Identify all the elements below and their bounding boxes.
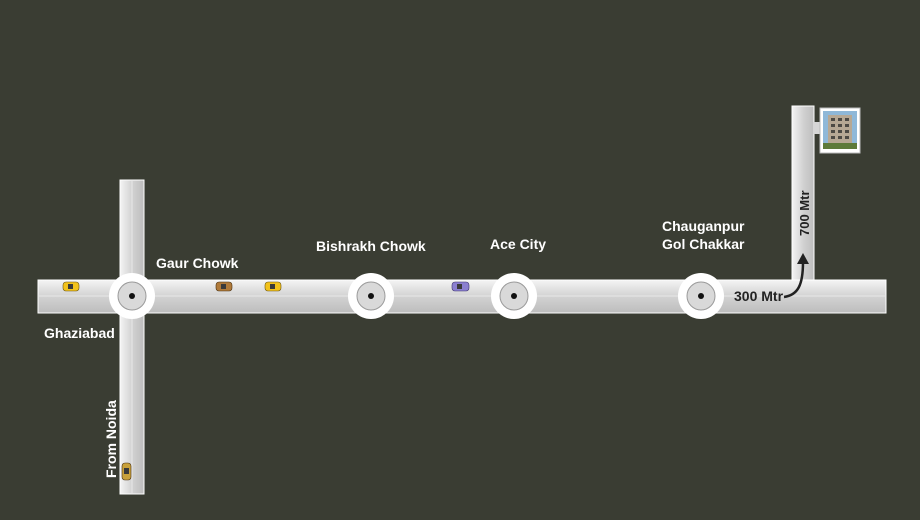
label-from-noida: From Noida bbox=[103, 400, 119, 478]
label-ace-city: Ace City bbox=[490, 236, 547, 252]
car-icon bbox=[121, 462, 132, 481]
arrow-up-icon bbox=[783, 253, 809, 299]
roundabout-icon bbox=[348, 273, 394, 319]
car-icon bbox=[215, 281, 233, 292]
label-distance-700: 700 Mtr bbox=[797, 190, 812, 236]
car-icon bbox=[451, 281, 470, 292]
car-icon bbox=[264, 281, 282, 292]
car-icon bbox=[62, 281, 80, 292]
label-gaur-chowk: Gaur Chowk bbox=[156, 255, 239, 271]
label-ghaziabad: Ghaziabad bbox=[44, 325, 115, 341]
building-icon bbox=[819, 107, 861, 154]
roundabout-icon bbox=[491, 273, 537, 319]
label-chauganpur-line2: Gol Chakkar bbox=[662, 236, 745, 252]
label-distance-300: 300 Mtr bbox=[734, 288, 784, 304]
roundabout-icon bbox=[678, 273, 724, 319]
label-bishrakh-chowk: Bishrakh Chowk bbox=[316, 238, 426, 254]
label-chauganpur-line1: Chauganpur bbox=[662, 218, 745, 234]
roundabout-icon bbox=[109, 273, 155, 319]
